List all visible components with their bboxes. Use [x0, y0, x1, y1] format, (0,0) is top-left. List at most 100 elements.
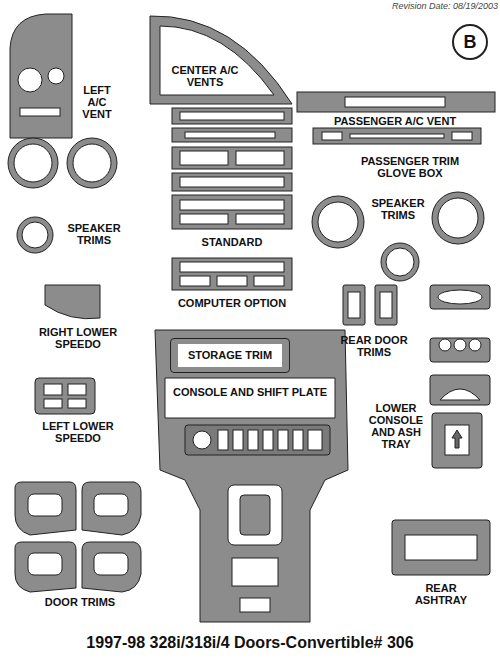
- trim-shape: [44, 399, 62, 408]
- sheet-badge: B: [452, 24, 488, 60]
- trim-shape: [430, 285, 490, 309]
- part-label: CENTER A/C VENTS: [170, 64, 240, 88]
- trim-shape: [14, 144, 52, 182]
- trim-shape: [180, 276, 210, 286]
- trim-shape: [350, 134, 444, 138]
- trim-shape: [405, 535, 477, 560]
- trim-shape: [193, 431, 211, 449]
- trim-shape: [15, 482, 76, 535]
- trim-shape: [308, 430, 322, 450]
- part-label: LOWER CONSOLE AND ASH TRAY: [366, 402, 426, 450]
- trim-shape: [180, 200, 284, 210]
- trim-shape: [44, 384, 62, 395]
- trim-shape: [73, 144, 111, 182]
- trim-shape: [68, 384, 86, 395]
- trim-shape: [172, 128, 292, 142]
- node-text: B: [464, 32, 477, 52]
- trim-shape: [185, 132, 275, 138]
- trim-shape: [17, 217, 53, 253]
- trim-shape: [172, 195, 292, 229]
- trim-shape: [454, 339, 466, 351]
- trim-shape: [180, 151, 228, 165]
- trim-shape: [345, 97, 445, 107]
- trim-shape: [217, 276, 247, 286]
- trim-shape: [236, 214, 284, 224]
- trim-shape: [240, 598, 270, 612]
- trim-shape: [392, 520, 490, 575]
- trim-shape: [18, 68, 42, 92]
- trim-shape: [22, 222, 48, 248]
- trim-shape: [28, 494, 62, 516]
- part-label: PASSENGER TRIM GLOVE BOX: [350, 155, 470, 179]
- part-label: Revision Date: 08/19/2003: [388, 1, 498, 12]
- trim-shape: [82, 482, 141, 535]
- trim-shape: [343, 285, 365, 325]
- trim-shape: [172, 258, 292, 290]
- trim-shape: [150, 16, 292, 104]
- trim-shape: [172, 173, 292, 191]
- trim-pieces: [8, 14, 495, 622]
- trim-shape: [452, 430, 462, 448]
- trim-shape: [375, 285, 397, 325]
- trim-shape: [278, 430, 288, 450]
- trim-shape: [439, 339, 451, 351]
- trim-shape: [218, 430, 228, 450]
- trim-shape: [228, 485, 282, 545]
- part-label: DOOR TRIMS: [20, 596, 140, 608]
- trim-shape: [445, 425, 469, 455]
- trim-shape: [263, 430, 273, 450]
- trim-shape: [48, 68, 64, 84]
- trim-shape: [254, 276, 284, 286]
- trim-shape: [45, 285, 100, 319]
- part-label: REAR DOOR TRIMS: [336, 334, 412, 358]
- trim-shape: [8, 138, 58, 188]
- trim-shape: [10, 14, 72, 138]
- trim-shape: [318, 202, 358, 242]
- part-label: STANDARD: [172, 236, 292, 248]
- trim-shape: [67, 138, 117, 188]
- storage-trim-plate: STORAGE TRIM: [170, 338, 290, 373]
- trim-shape: [430, 375, 490, 405]
- part-label: LEFT A/C VENT: [76, 84, 118, 120]
- part-label: PASSENGER A/C VENT: [315, 115, 475, 127]
- trim-shape: [380, 292, 392, 318]
- trim-shape: [322, 132, 342, 140]
- trim-shape: [381, 243, 419, 281]
- trim-shape: [386, 248, 414, 276]
- trim-shape: [432, 413, 482, 468]
- trim-shape: [440, 389, 480, 400]
- trim-shape: [15, 542, 76, 592]
- trim-shape: [438, 198, 478, 238]
- trim-shape: [68, 399, 86, 408]
- trim-shape: [172, 108, 292, 124]
- diagram-title: 1997-98 328i/318i/4 Doors-Convertible# 3…: [0, 634, 500, 652]
- part-label: SPEAKER TRIMS: [366, 197, 430, 221]
- trim-shape: [155, 330, 348, 622]
- part-label: LEFT LOWER SPEEDO: [28, 420, 128, 444]
- part-label: SPEAKER TRIMS: [64, 222, 124, 246]
- trim-shape: [233, 430, 243, 450]
- trim-shape: [432, 192, 484, 244]
- trim-shape: [348, 292, 360, 318]
- part-label: CONSOLE AND SHIFT PLATE: [170, 386, 330, 398]
- trim-shape: [452, 132, 472, 140]
- trim-shape: [312, 196, 364, 248]
- trim-shape: [430, 338, 490, 362]
- part-label: REAR ASHTRAY: [408, 582, 474, 606]
- trim-shape: [180, 177, 284, 187]
- trim-shape: [82, 542, 141, 592]
- trim-shape: [185, 425, 330, 455]
- trim-shape: [313, 128, 481, 144]
- trim-shape: [180, 214, 228, 224]
- trim-shape: [469, 339, 481, 351]
- trim-shape: [232, 558, 278, 586]
- trim-shape: [236, 151, 284, 165]
- trim-shape: [28, 553, 62, 575]
- trim-shape: [172, 147, 292, 169]
- part-label: RIGHT LOWER SPEEDO: [28, 326, 128, 350]
- trim-shape: [438, 290, 482, 304]
- trim-shape: [20, 108, 60, 116]
- part-label: COMPUTER OPTION: [162, 297, 302, 309]
- trim-shape: [180, 112, 284, 120]
- trim-shape: [94, 494, 128, 516]
